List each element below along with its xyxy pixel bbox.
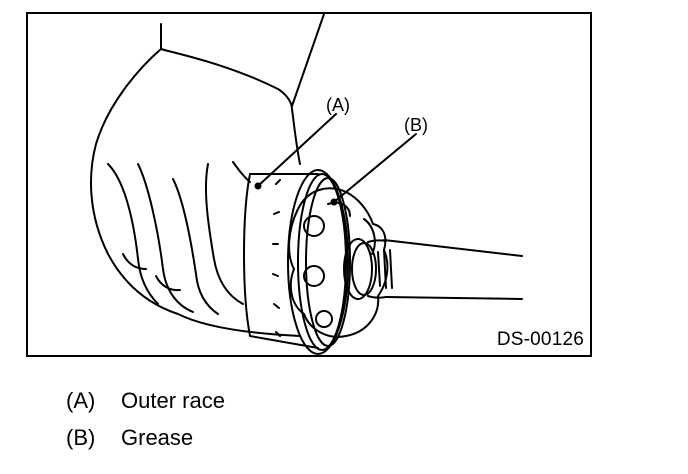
leader-line-a [257,113,337,187]
leader-dot-a [254,182,262,190]
legend-item-a: (A) Outer race [66,388,225,414]
leader-line-b [333,133,417,203]
callout-b: (B) [404,115,428,135]
legend-key-a: (A) [66,388,96,413]
shaft-icon [343,238,523,300]
grease-icon [288,187,389,338]
legend-text-b: Grease [121,425,194,450]
legend-text-a: Outer race [121,388,225,413]
legend-item-b: (B) Grease [66,425,193,451]
leader-dot-b [330,198,338,206]
callout-a: (A) [326,95,350,115]
legend-key-b: (B) [66,425,96,450]
outer-race-icon [243,169,351,355]
cv-joint-illustration [90,14,523,355]
figure-code: DS-00126 [496,329,584,350]
illustration-frame: (A) (B) DS-00126 [26,12,592,357]
hand-icon [90,14,325,337]
